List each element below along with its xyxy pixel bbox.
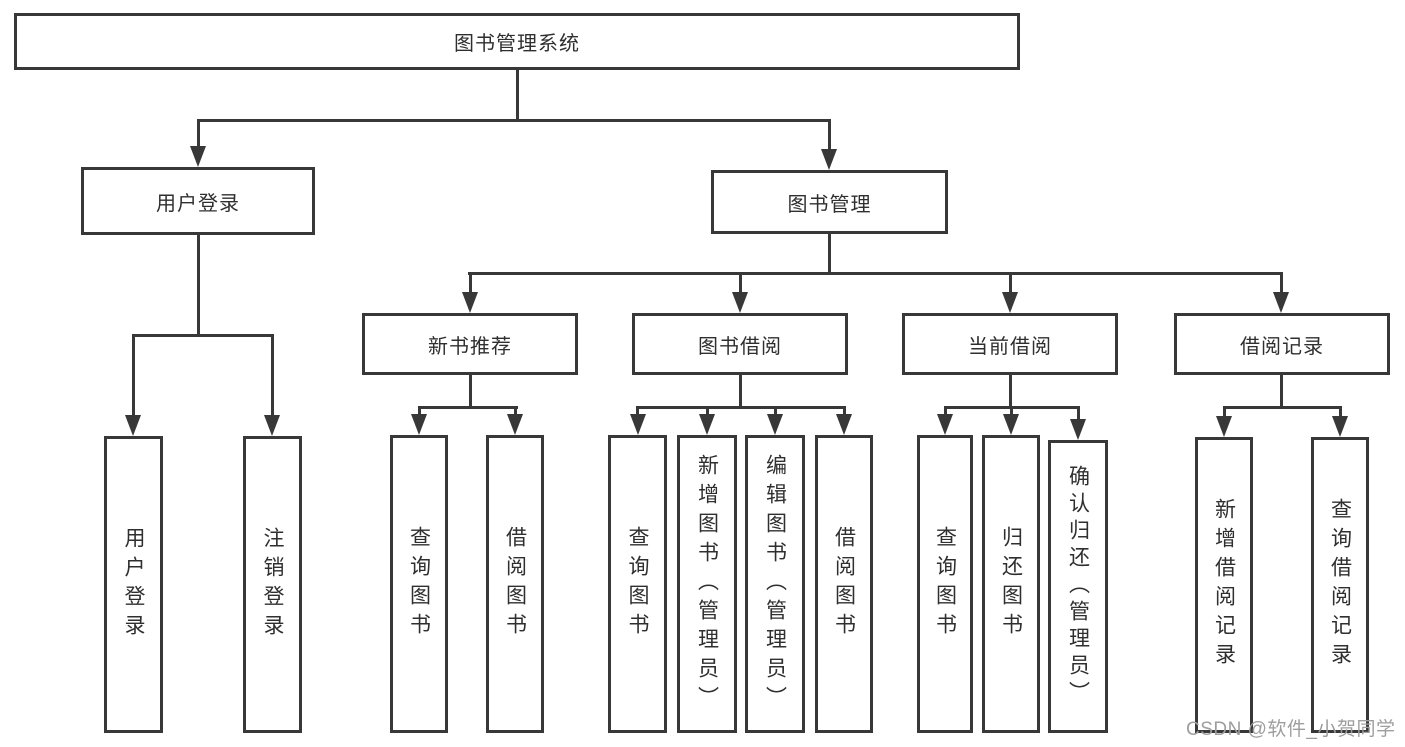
node-borrowing-add: 新增图书（管理员）: [677, 435, 737, 733]
connector-history-stub: [1279, 375, 1283, 408]
node-current-query: 查询图书: [917, 435, 973, 733]
arrow-borrowing-to-add: [699, 406, 715, 435]
node-borrowing-borrow: 借阅图书: [815, 435, 873, 733]
node-borrowing-edit: 编辑图书（管理员）: [745, 435, 805, 733]
connector-recommend-hline: [417, 406, 518, 409]
connector-borrowing-hline: [636, 406, 846, 409]
arrow-current-to-confirm: [1070, 406, 1086, 440]
connector-root-stub: [515, 70, 519, 121]
node-history-query: 查询借阅记录: [1311, 437, 1369, 733]
node-recommend: 新书推荐: [362, 313, 578, 375]
node-current: 当前借阅: [902, 313, 1118, 375]
arrow-recommend-to-query: [411, 406, 427, 435]
connector-login-stub: [196, 235, 200, 336]
arrow-current-to-query: [937, 406, 953, 435]
arrow-recommend-to-borrow: [507, 406, 523, 435]
arrow-root-to-login: [190, 119, 206, 167]
connector-recommend-stub: [468, 375, 472, 408]
node-borrowing-query: 查询图书: [608, 435, 667, 733]
node-recommend-borrow: 借阅图书: [486, 435, 544, 733]
arrow-login-to-user: [125, 334, 141, 436]
arrow-borrowing-to-query: [629, 406, 646, 435]
arrow-root-to-management: [821, 119, 837, 170]
node-management: 图书管理: [711, 170, 948, 234]
node-current-confirm: 确认归还（管理员）: [1048, 440, 1108, 733]
node-root: 图书管理系统: [14, 13, 1020, 70]
node-borrowing: 图书借阅: [632, 313, 848, 375]
connector-history-hline: [1222, 406, 1342, 409]
connector-current-stub: [1008, 375, 1012, 408]
connector-management-stub: [827, 234, 831, 274]
node-recommend-query: 查询图书: [390, 435, 448, 733]
arrow-borrowing-to-edit: [767, 406, 783, 435]
connector-login-hline: [132, 334, 274, 337]
arrow-management-to-borrowing: [732, 272, 748, 313]
csdn-watermark: CSDN @软件_小贺同学: [1186, 719, 1396, 740]
arrow-history-to-query: [1332, 406, 1348, 437]
arrow-history-to-add: [1216, 406, 1232, 437]
arrow-login-to-logout: [264, 334, 280, 436]
node-history-add: 新增借阅记录: [1195, 437, 1253, 733]
arrow-management-to-recommend: [462, 272, 478, 313]
node-current-return: 归还图书: [982, 435, 1040, 733]
connector-root-hline: [197, 119, 831, 122]
arrow-management-to-history: [1273, 272, 1289, 313]
node-history: 借阅记录: [1174, 313, 1390, 375]
node-login: 用户登录: [81, 167, 315, 235]
connector-borrowing-stub: [738, 375, 742, 408]
node-login-user: 用户登录: [104, 436, 163, 733]
connector-management-hline: [468, 272, 1283, 275]
arrow-management-to-current: [1002, 272, 1018, 313]
node-login-logout: 注销登录: [243, 436, 302, 733]
arrow-borrowing-to-borrow: [836, 406, 852, 435]
arrow-current-to-return: [1003, 406, 1019, 435]
